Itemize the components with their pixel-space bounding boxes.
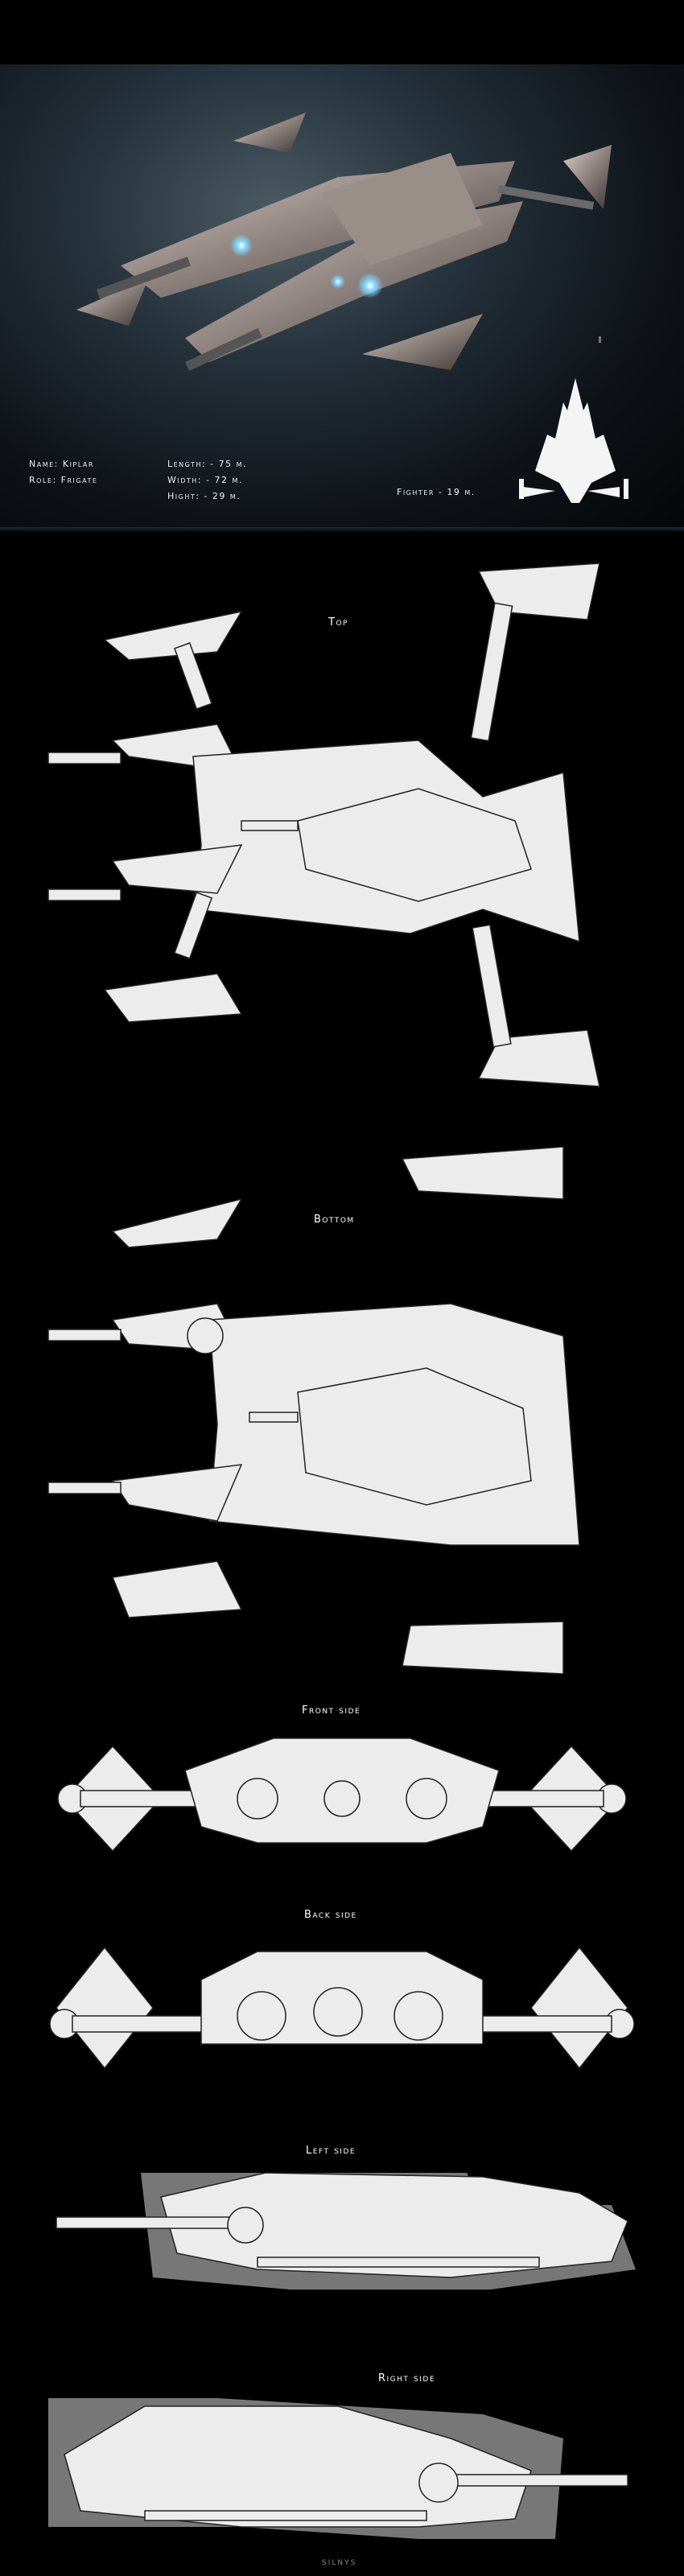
back-view-drawing [49, 1946, 635, 2070]
hero-top-band [0, 0, 684, 64]
right-view-drawing [48, 2398, 628, 2539]
artist-credit: SILNYS [322, 2559, 357, 2567]
spec-name: Name: Kiplar [29, 459, 94, 469]
spec-height: Hight: - 29 m. [167, 491, 241, 501]
top-view-drawing [47, 563, 600, 1087]
view-label-right: Right side [378, 2372, 436, 2384]
spec-role: Role: Frigate [29, 475, 98, 485]
spec-fighter: Fighter - 19 m. [397, 487, 476, 497]
view-label-front: Front side [302, 1704, 361, 1717]
hero-render: Name: Kiplar Role: Frigate Length: - 75 … [0, 0, 684, 527]
spec-width: Width: - 72 m. [167, 475, 243, 485]
bottom-view-drawing [47, 1146, 580, 1675]
view-label-back: Back side [304, 1909, 357, 1921]
fighter-silhouette [519, 378, 628, 503]
view-label-left: Left side [306, 2145, 356, 2157]
section-divider [0, 527, 684, 532]
front-view-drawing [57, 1737, 627, 1853]
view-label-top: Top [328, 616, 348, 629]
view-label-bottom: Bottom [314, 1214, 355, 1226]
left-view-drawing [56, 2172, 636, 2290]
spec-length: Length: - 75 m. [167, 459, 248, 469]
frigate-render [76, 113, 628, 503]
